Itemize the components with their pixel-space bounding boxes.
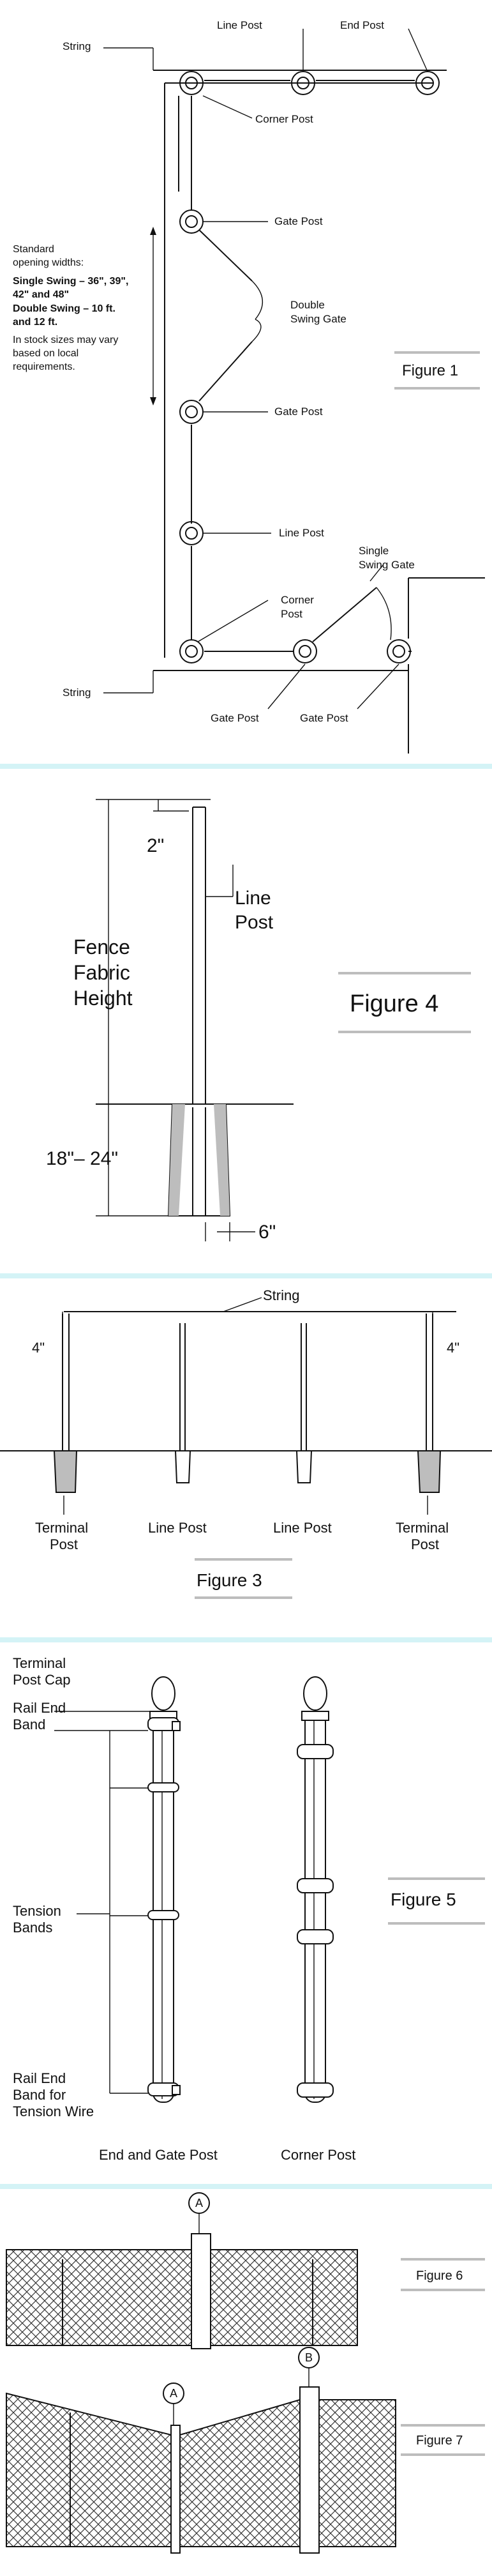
figure-1-panel: String Line Post End Post Corner Post Ga… bbox=[0, 0, 492, 760]
fabric-height-label-1: Fence bbox=[73, 936, 130, 958]
corner-post-bottom bbox=[179, 639, 204, 663]
figure-7-marker-b: B bbox=[305, 2351, 313, 2364]
string-label: String bbox=[263, 1287, 299, 1303]
figure-6-fence bbox=[6, 2192, 358, 2349]
divider-3 bbox=[0, 1637, 492, 1642]
figure-5-diagram: Terminal Post Cap Rail End Band Tension … bbox=[13, 1655, 485, 2163]
figure-3-title: Figure 3 bbox=[197, 1570, 262, 1590]
divider-1 bbox=[0, 764, 492, 769]
string-bottom-label: String bbox=[63, 686, 91, 699]
terminal-right-label-1: Terminal bbox=[396, 1520, 449, 1536]
line-post-mid-label: Line Post bbox=[279, 527, 324, 539]
line-post-mid bbox=[179, 521, 204, 545]
divider-4 bbox=[0, 2184, 492, 2189]
rail-end-band-wire-label-2: Band for bbox=[13, 2087, 66, 2103]
corner-post bbox=[297, 1676, 334, 2103]
figure-7-title: Figure 7 bbox=[416, 2434, 463, 2448]
figure-6-7-panel: A Figure 6 A B Figure 7 bbox=[0, 2189, 492, 2576]
note-stock-3: requirements. bbox=[13, 361, 75, 372]
rail-end-band-label-2: Band bbox=[13, 1716, 45, 1732]
note-single-1: Single Swing – 36", 39", bbox=[13, 276, 128, 287]
single-swing-gate-label-1: Single bbox=[359, 545, 389, 557]
post-cap-label-1: Terminal bbox=[13, 1655, 66, 1671]
fabric-height-label-2: Fabric bbox=[73, 961, 130, 984]
figure-4-panel: 2" Line Post Fence Fabric Height 18"– 24… bbox=[0, 769, 492, 1273]
end-post-label: End Post bbox=[340, 19, 384, 31]
gate-post-2-label: Gate Post bbox=[274, 405, 323, 418]
figure-7-fence bbox=[6, 2347, 396, 2554]
note-stock-1: In stock sizes may vary bbox=[13, 335, 118, 345]
post-cap-label-2: Post Cap bbox=[13, 1672, 71, 1688]
figure-6-marker-a: A bbox=[195, 2197, 203, 2209]
line-post-top-label: Line Post bbox=[217, 19, 262, 31]
double-swing-gate-label-2: Swing Gate bbox=[290, 313, 347, 325]
figure-5-title: Figure 5 bbox=[391, 1890, 456, 1909]
gate-post-bottom-1-label: Gate Post bbox=[211, 712, 259, 724]
rail-end-band-wire-label-3: Tension Wire bbox=[13, 2103, 94, 2119]
tension-bands-label-1: Tension bbox=[13, 1903, 61, 1919]
double-swing-gate-label-1: Double bbox=[290, 299, 325, 311]
string-top-label: String bbox=[63, 40, 91, 52]
tension-bands-label-2: Bands bbox=[13, 1920, 52, 1936]
terminal-left-label-1: Terminal bbox=[35, 1520, 88, 1536]
rail-end-band-wire-label-1: Rail End bbox=[13, 2070, 66, 2086]
end-gate-post-label: End and Gate Post bbox=[99, 2147, 218, 2163]
divider-2 bbox=[0, 1273, 492, 1278]
figure-4-diagram: 2" Line Post Fence Fabric Height 18"– 24… bbox=[46, 799, 471, 1243]
figure-1-title: Figure 1 bbox=[402, 362, 458, 379]
note-double-1: Double Swing – 10 ft. bbox=[13, 303, 116, 314]
figure-6-7-diagram: A Figure 6 A B Figure 7 bbox=[6, 2192, 485, 2554]
end-and-gate-post bbox=[147, 1676, 181, 2103]
gate-post-2 bbox=[179, 400, 204, 424]
corner-post-bottom-label-2: Post bbox=[281, 608, 302, 620]
line-post-label-1: Line bbox=[235, 888, 271, 909]
note-intro-2: opening widths: bbox=[13, 257, 84, 268]
note-single-2: 42" and 48" bbox=[13, 289, 69, 300]
corner-post-top-label: Corner Post bbox=[255, 113, 313, 125]
figure-4-title: Figure 4 bbox=[350, 990, 438, 1017]
depth-label: 18"– 24" bbox=[46, 1148, 118, 1169]
corner-post-label: Corner Post bbox=[281, 2147, 355, 2163]
gate-post-bottom-1 bbox=[293, 639, 317, 663]
figure-6-title: Figure 6 bbox=[416, 2269, 463, 2283]
top-dim-label: 2" bbox=[147, 835, 164, 856]
figure-3-diagram: String 4" 4" Terminal Post Line Post Lin… bbox=[0, 1287, 492, 1599]
left-dim-label: 4" bbox=[32, 1340, 45, 1356]
note-stock-2: based on local bbox=[13, 348, 78, 359]
line-post-2-label: Line Post bbox=[273, 1520, 332, 1536]
figure-7-marker-a: A bbox=[170, 2387, 177, 2400]
note-double-2: and 12 ft. bbox=[13, 317, 57, 328]
right-dim-label: 4" bbox=[447, 1340, 459, 1356]
gate-post-bottom-2 bbox=[387, 639, 411, 663]
figure-5-panel: Terminal Post Cap Rail End Band Tension … bbox=[0, 1642, 492, 2184]
fabric-height-label-3: Height bbox=[73, 987, 133, 1010]
figure-3-panel: String 4" 4" Terminal Post Line Post Lin… bbox=[0, 1278, 492, 1636]
rail-end-band-label-1: Rail End bbox=[13, 1700, 66, 1716]
line-post-1-label: Line Post bbox=[148, 1520, 207, 1536]
width-label: 6" bbox=[258, 1222, 276, 1243]
corner-post-top bbox=[179, 71, 204, 95]
figure-1-diagram: String Line Post End Post Corner Post Ga… bbox=[13, 19, 485, 754]
gate-post-bottom-2-label: Gate Post bbox=[300, 712, 348, 724]
single-swing-gate-label-2: Swing Gate bbox=[359, 559, 415, 571]
terminal-right-label-2: Post bbox=[411, 1536, 439, 1552]
gate-post-1-label: Gate Post bbox=[274, 215, 323, 227]
line-post-label-2: Post bbox=[235, 912, 274, 933]
note-intro-1: Standard bbox=[13, 244, 54, 255]
terminal-left-label-2: Post bbox=[50, 1536, 78, 1552]
corner-post-bottom-label-1: Corner bbox=[281, 594, 314, 606]
